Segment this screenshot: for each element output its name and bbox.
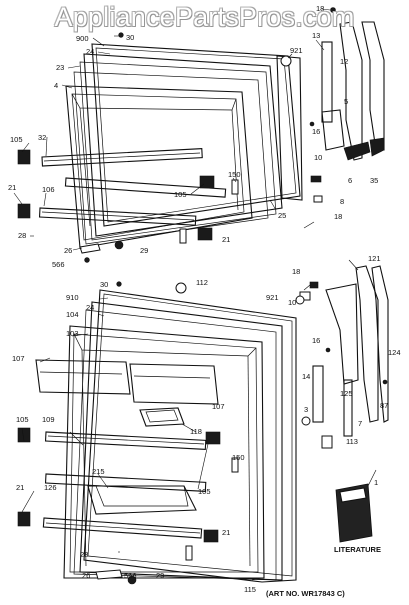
part-label: 106 (42, 185, 55, 194)
part-label: 24 (86, 303, 94, 312)
freezer-door-assembly (17, 7, 385, 263)
part-label: 21 (8, 183, 16, 192)
part-label: 921 (290, 46, 303, 55)
part-label: 87 (380, 401, 388, 410)
part-number-labels: 18 30 900 24 921 13 12 23 4 5 16 105 32 … (8, 4, 401, 594)
part-label: 35 (370, 176, 378, 185)
part-label: 21 (222, 528, 230, 537)
part-label: 105 (10, 135, 23, 144)
part-label: 30 (126, 33, 134, 42)
part-label: 105 (16, 415, 29, 424)
part-label: 21 (16, 483, 24, 492)
part-label: 105 (174, 190, 187, 199)
part-label: 566 (52, 260, 65, 269)
part-label: 10 (314, 153, 322, 162)
part-label: 109 (42, 415, 55, 424)
part-label: 126 (44, 483, 57, 492)
part-label: 18 (292, 267, 300, 276)
part-label: 566 (124, 571, 137, 580)
part-label: 13 (312, 31, 320, 40)
part-label: 4 (54, 81, 58, 90)
part-label: 107 (212, 402, 225, 411)
part-label: 103 (66, 329, 79, 338)
part-label: 104 (66, 310, 79, 319)
part-label: 215 (92, 467, 105, 476)
part-label: 12 (340, 57, 348, 66)
part-label: 24 (86, 47, 94, 56)
part-label: 26 (64, 246, 72, 255)
part-label: 18 (334, 212, 342, 221)
part-label: 150 (232, 453, 245, 462)
part-label: 26 (82, 571, 90, 580)
fresh-food-door-assembly (17, 265, 389, 585)
part-label: 115 (244, 585, 256, 594)
part-label: 910 (66, 293, 79, 302)
part-label: 118 (190, 427, 202, 436)
part-label: 23 (56, 63, 64, 72)
part-label: 112 (196, 278, 208, 287)
part-label: 125 (340, 389, 353, 398)
part-label: 900 (76, 34, 89, 43)
part-label: 25 (278, 211, 286, 220)
part-label: 14 (302, 372, 310, 381)
part-label: 8 (340, 197, 344, 206)
site-watermark: AppliancePartsPros.com (54, 2, 355, 32)
part-label: 21 (222, 235, 230, 244)
part-label: 107 (12, 354, 25, 363)
part-label: 6 (348, 176, 352, 185)
literature-label: LITERATURE (334, 545, 381, 554)
part-label: 105 (198, 487, 211, 496)
part-label: 18 (316, 4, 324, 13)
part-label: 29 (156, 571, 164, 580)
part-label: 121 (368, 254, 381, 263)
part-label: 124 (388, 348, 401, 357)
part-label: 28 (80, 550, 88, 559)
part-label: 7 (358, 419, 362, 428)
part-label: 30 (100, 280, 108, 289)
leader-lines (13, 8, 377, 581)
part-label: 3 (304, 405, 308, 414)
part-label: 1 (374, 478, 378, 487)
part-label: 10 (288, 298, 296, 307)
part-label: 150 (228, 170, 241, 179)
part-label: 921 (266, 293, 279, 302)
part-label: 113 (346, 437, 358, 446)
part-label: 16 (312, 336, 320, 345)
art-number-label: (ART NO. WR17843 C) (266, 589, 345, 598)
part-label: 29 (140, 246, 148, 255)
part-label: 16 (312, 127, 320, 136)
part-label: 5 (344, 97, 348, 106)
part-label: 32 (38, 133, 46, 142)
part-label: 28 (18, 231, 26, 240)
